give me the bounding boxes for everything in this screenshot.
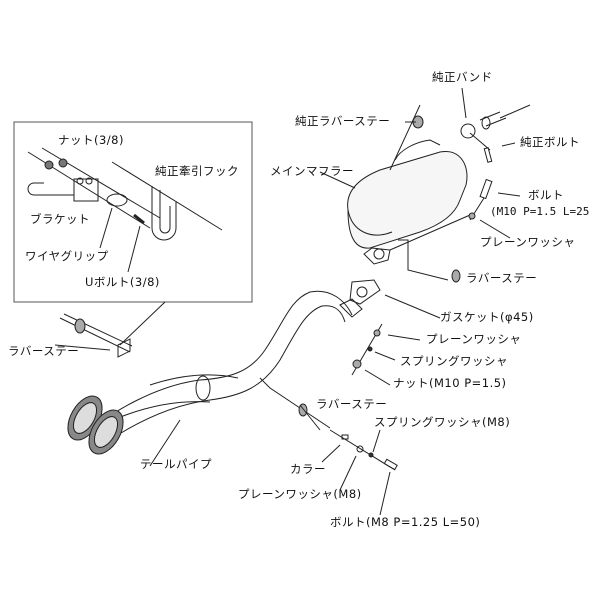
label-bracket: ブラケット <box>30 212 90 226</box>
label-rubber-stay-2: ラバーステー <box>316 397 388 411</box>
label-nut-m10: ナット(M10 P=1.5) <box>393 376 507 390</box>
m8-bolt-stack-drawing <box>321 429 398 516</box>
gasket-drawing <box>349 279 381 305</box>
label-gasket: ガスケット(φ45) <box>440 310 534 324</box>
label-plain-washer-m8: プレーンワッシャ(M8) <box>238 487 362 501</box>
label-nut-3-8: ナット(3/8) <box>58 133 124 147</box>
label-plain-washer-1: プレーンワッシャ <box>480 235 576 249</box>
label-tow-hook: 純正牽引フック <box>155 164 239 178</box>
label-tail-pipe: テールパイプ <box>140 457 212 471</box>
label-spring-washer-m8: スプリングワッシャ(M8) <box>374 415 511 429</box>
nut-stack-drawing <box>351 323 421 386</box>
label-collar: カラー <box>290 462 326 476</box>
main-muffler-drawing <box>319 139 471 281</box>
label-oem-bolt: 純正ボルト <box>520 135 580 149</box>
label-spring-washer: スプリングワッシャ <box>400 354 508 368</box>
label-bolt-m10-spec: (M10 P=1.5 L=25 <box>490 205 590 218</box>
label-plain-washer-2: プレーンワッシャ <box>426 332 522 346</box>
label-bolt-m10: ボルト <box>528 188 564 202</box>
label-oem-band: 純正バンド <box>432 70 493 84</box>
oem-parts-drawing <box>389 87 531 283</box>
inset-drawing <box>27 147 223 273</box>
inset-frame <box>13 121 253 303</box>
label-main-muffler: メインマフラー <box>270 164 354 178</box>
label-u-bolt: Uボルト(3/8) <box>85 275 160 289</box>
label-rubber-stay-left: ラバーステー <box>8 344 80 358</box>
tail-pipe-drawing <box>67 290 363 467</box>
label-oem-rubber-stay: 純正ラバーステー <box>295 114 391 128</box>
label-rubber-stay-1: ラバーステー <box>466 271 538 285</box>
label-bolt-m8: ボルト(M8 P=1.25 L=50) <box>330 515 481 529</box>
label-wire-grip: ワイヤグリップ <box>25 249 109 263</box>
left-hanger <box>54 313 133 358</box>
